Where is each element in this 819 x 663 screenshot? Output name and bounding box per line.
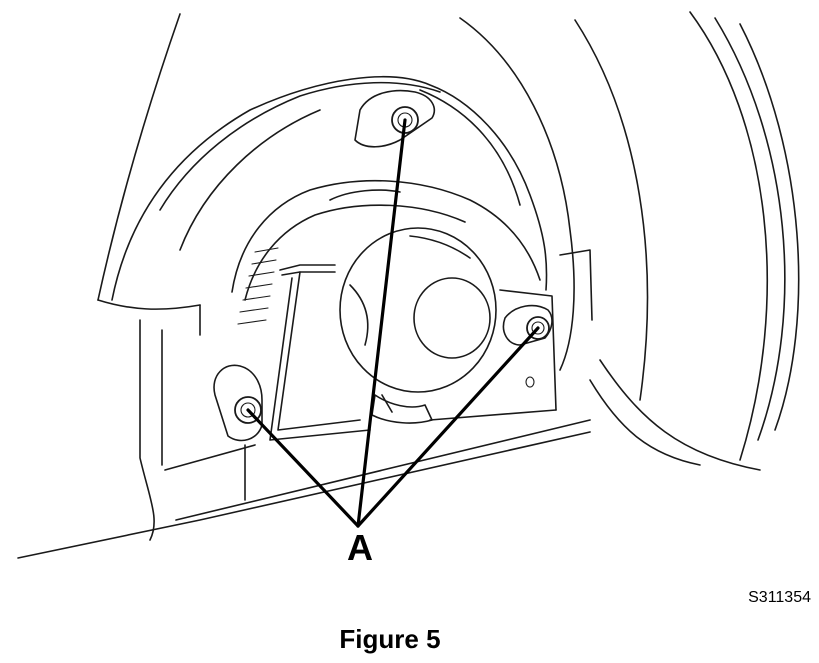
bulb-socket <box>339 227 497 424</box>
fender-arch <box>459 11 800 471</box>
figure-caption: Figure 5 <box>339 624 441 654</box>
headlamp-mounting-illustration <box>17 11 800 559</box>
reference-code: S311354 <box>748 589 811 606</box>
housing-back-plate <box>429 249 593 421</box>
adjuster-nut-top <box>354 89 436 148</box>
callout-leaders <box>246 118 540 528</box>
leader-line-right <box>356 326 540 528</box>
leader-line-left <box>246 408 360 528</box>
housing-ribs <box>237 247 279 325</box>
reflector-frame <box>269 189 401 441</box>
leader-line-top <box>356 118 407 528</box>
callout-label-a: A <box>347 527 373 568</box>
adjuster-nut-left <box>213 364 263 442</box>
body-panel <box>17 13 591 559</box>
headlamp-housing <box>111 76 548 301</box>
